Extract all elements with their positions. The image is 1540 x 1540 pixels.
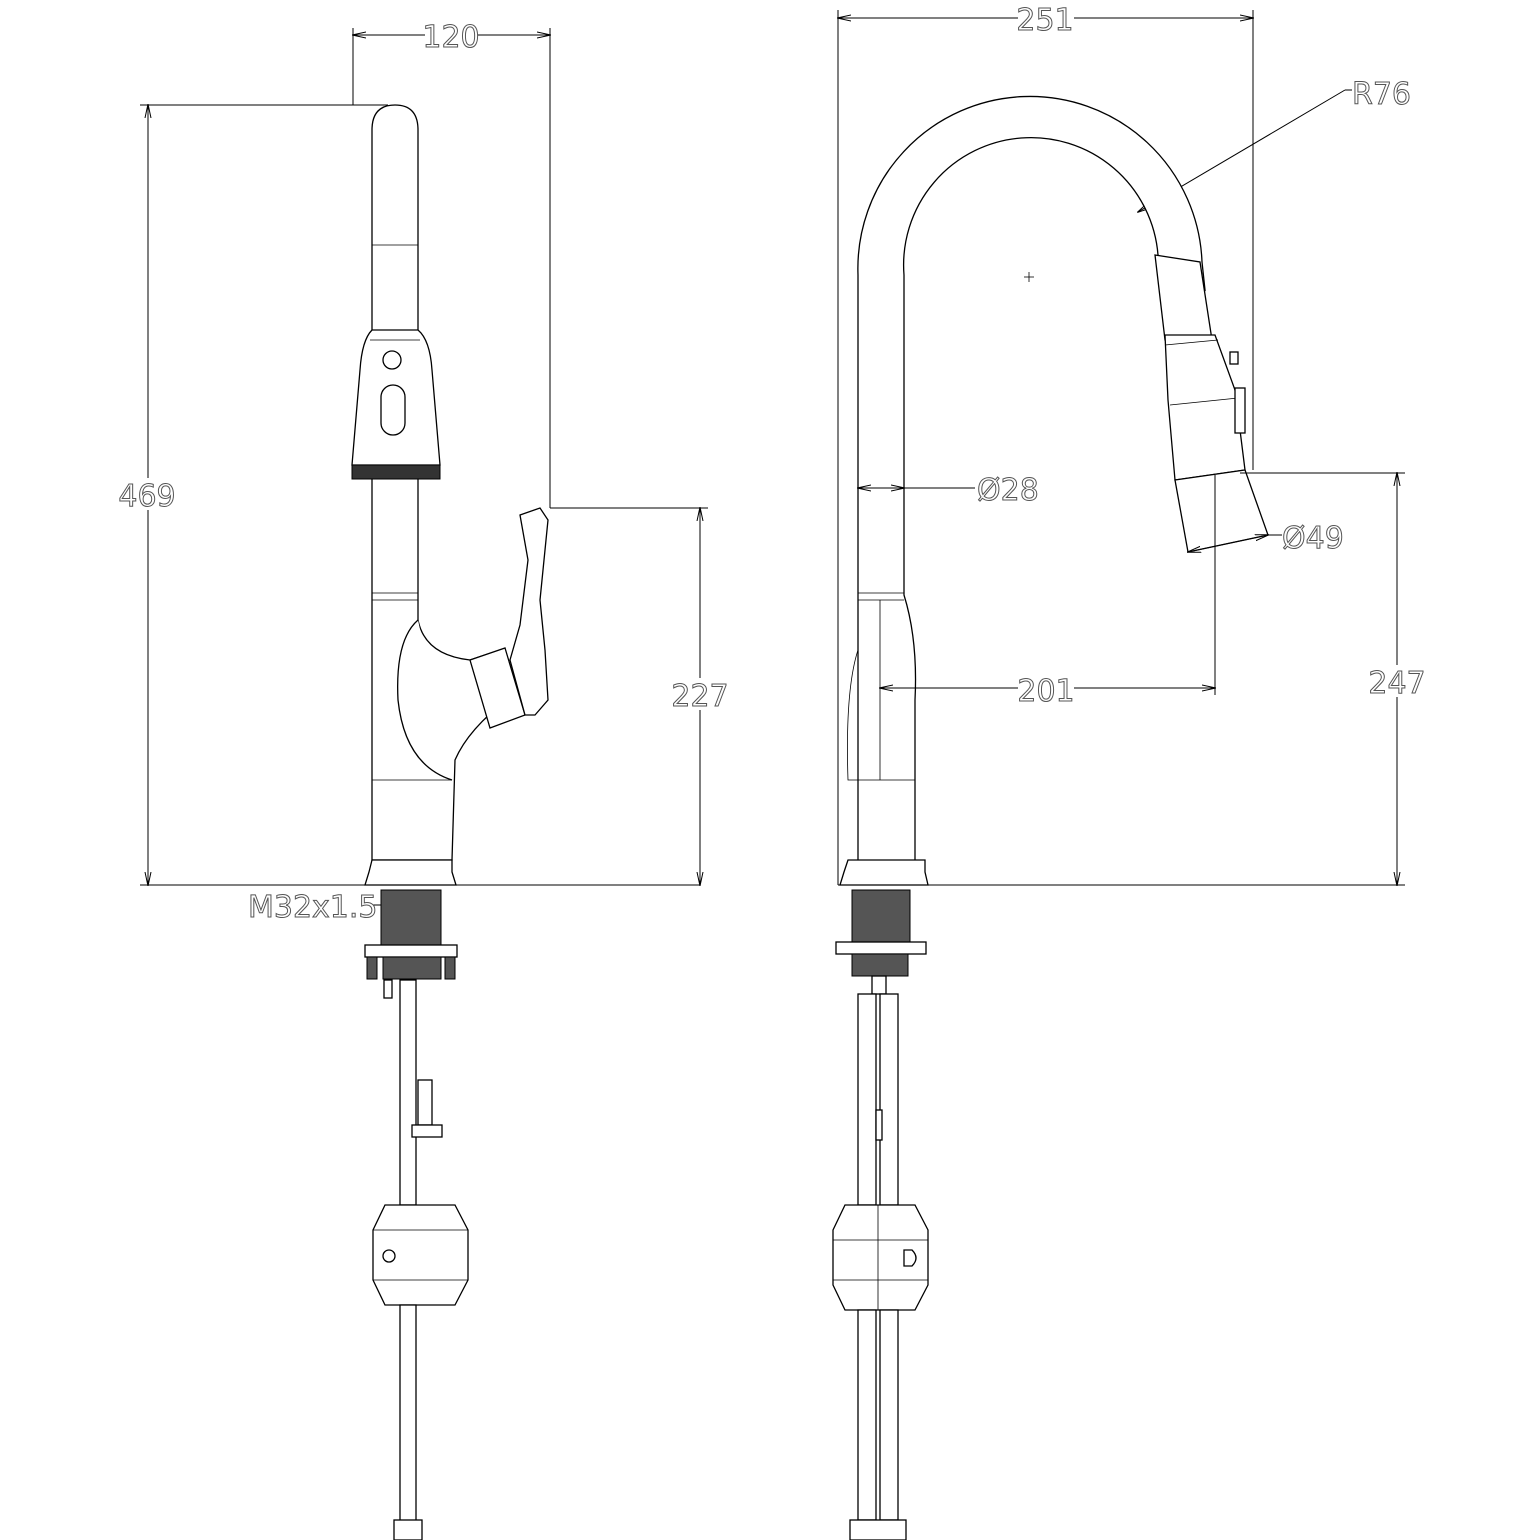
dimension-label: R76: [1352, 77, 1411, 112]
dimension-handle-227: 227: [550, 508, 732, 885]
dimension-spout-height-247: 247: [838, 473, 1429, 885]
front-view: 120 469 227: [112, 20, 732, 1540]
mounting-hardware-front: [364, 889, 469, 1540]
screw-icon: [382, 1249, 396, 1263]
dimension-label: 227: [671, 679, 728, 714]
thread-callout: M32x1.5: [248, 890, 385, 926]
side-view: 251 R76: [832, 3, 1429, 1540]
dimension-reach-251: 251: [838, 3, 1253, 885]
dimension-label: 120: [422, 20, 479, 55]
dimension-spout-reach-201: 201: [880, 475, 1215, 710]
faucet-front: [351, 104, 549, 886]
dimension-label: 201: [1017, 674, 1074, 709]
dimension-label: 469: [118, 479, 175, 514]
mounting-hardware-side: [832, 889, 929, 1540]
dimension-tube-diameter: Ø28: [858, 473, 1039, 509]
dimension-radius-r76: R76: [1138, 77, 1412, 212]
thread-label: M32x1.5: [248, 890, 378, 925]
dimension-width-120: 120: [353, 20, 550, 508]
arc-center-mark: [1024, 272, 1034, 282]
dimension-spray-diameter: Ø49: [1188, 521, 1344, 557]
dimension-label: 247: [1368, 666, 1425, 701]
dimension-label: Ø28: [977, 473, 1039, 508]
dimension-label: 251: [1016, 3, 1073, 38]
faucet-side: [839, 95, 1269, 886]
dimension-label: Ø49: [1282, 521, 1344, 556]
